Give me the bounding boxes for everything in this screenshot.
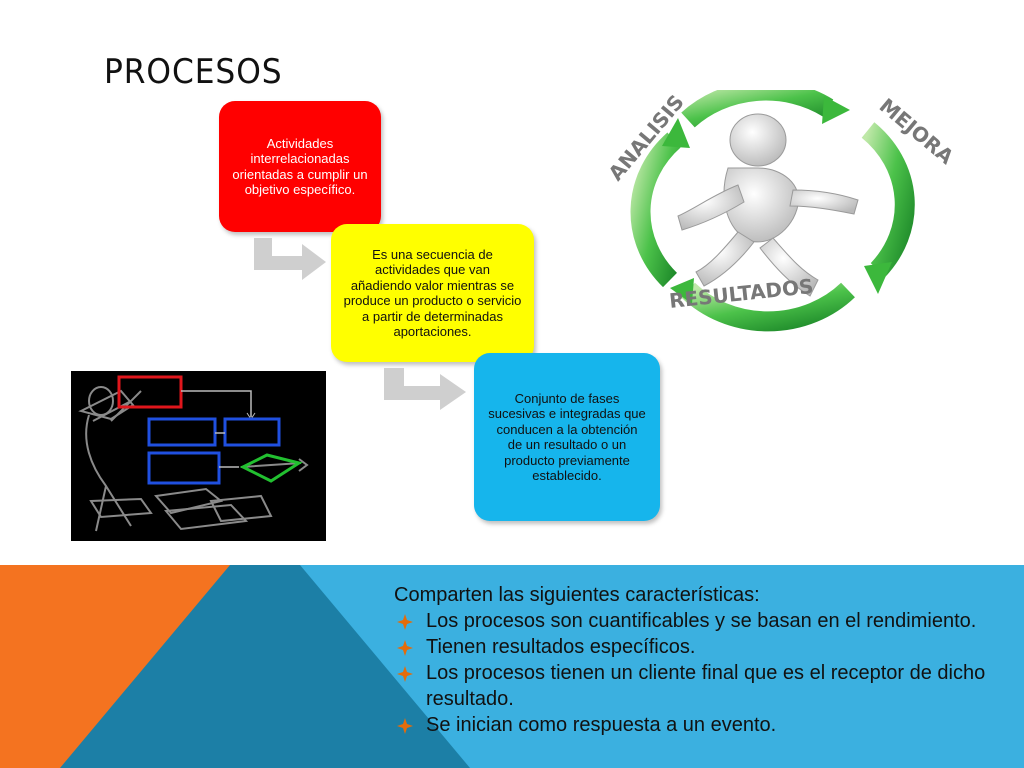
list-item: Se inician como respuesta a un evento. bbox=[394, 712, 994, 738]
diamond-bullet-icon bbox=[397, 614, 413, 630]
process-box-text: Es una secuencia de actividades que van … bbox=[343, 246, 522, 340]
bent-arrow-icon bbox=[384, 368, 466, 410]
bent-arrow-icon bbox=[254, 238, 326, 280]
list-item: Tienen resultados específicos. bbox=[394, 634, 994, 660]
characteristics-list: Los procesos son cuantificables y se bas… bbox=[394, 608, 994, 738]
list-item: Los procesos tienen un cliente final que… bbox=[394, 660, 994, 712]
characteristics-block: Comparten las siguientes características… bbox=[394, 582, 994, 738]
diamond-bullet-icon bbox=[397, 718, 413, 734]
flowchart-illustration bbox=[71, 371, 326, 541]
process-box-text: Actividades interrelacionadas orientadas… bbox=[232, 135, 368, 198]
slide-title: PROCESOS bbox=[104, 52, 283, 92]
improvement-cycle-illustration: ANALISIS MEJORA RESULTADOS bbox=[603, 90, 959, 332]
list-item: Los procesos son cuantificables y se bas… bbox=[394, 608, 994, 634]
decorative-bottom-band bbox=[0, 565, 1024, 768]
list-item-text: Los procesos son cuantificables y se bas… bbox=[426, 610, 977, 632]
list-item-text: Se inician como respuesta a un evento. bbox=[426, 714, 777, 736]
process-box-definition-2: Es una secuencia de actividades que van … bbox=[331, 224, 534, 362]
list-item-text: Los procesos tienen un cliente final que… bbox=[426, 662, 986, 710]
diamond-bullet-icon bbox=[397, 666, 413, 682]
process-box-text: Conjunto de fases sucesivas e integradas… bbox=[488, 390, 646, 484]
diamond-bullet-icon bbox=[397, 640, 413, 656]
characteristics-heading: Comparten las siguientes características… bbox=[394, 584, 760, 606]
process-box-definition-3: Conjunto de fases sucesivas e integradas… bbox=[474, 353, 660, 521]
list-item-text: Tienen resultados específicos. bbox=[426, 636, 696, 658]
process-box-definition-1: Actividades interrelacionadas orientadas… bbox=[219, 101, 381, 232]
